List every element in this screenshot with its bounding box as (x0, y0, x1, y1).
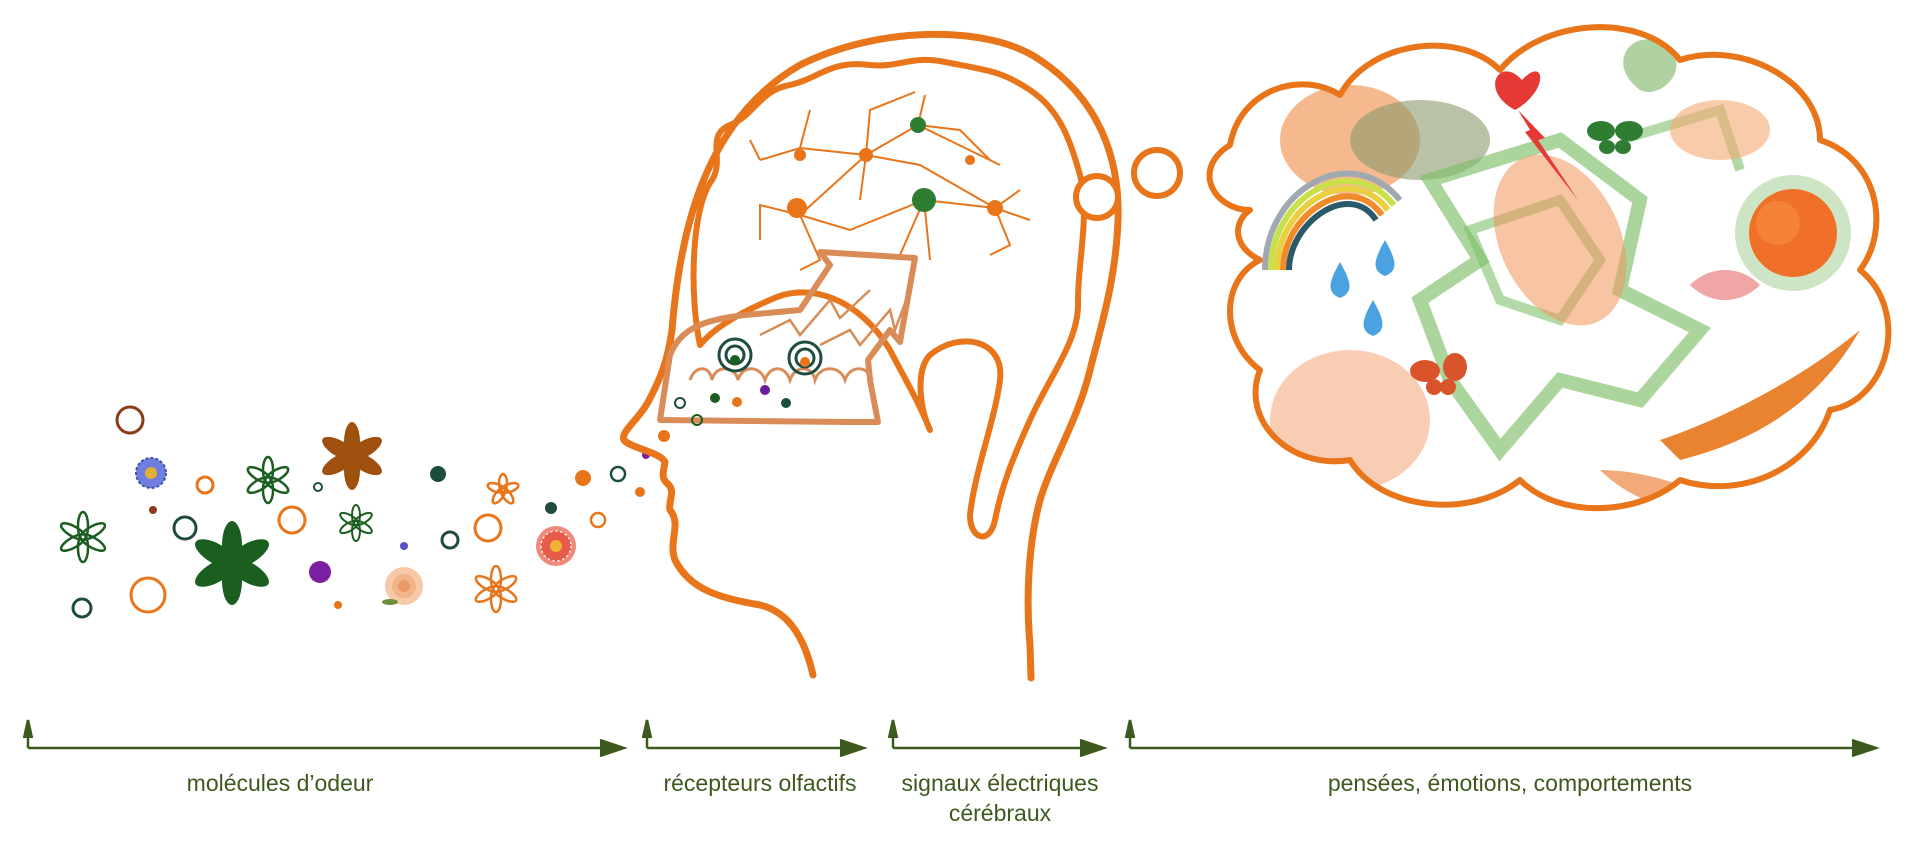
butterfly-icon (1410, 353, 1467, 395)
molecule-dot (691, 414, 703, 426)
flower-icon (474, 564, 518, 614)
molecule-dot (575, 470, 591, 486)
molecule-circle (589, 511, 607, 529)
rainbow-icon (1262, 170, 1403, 271)
stage-label-electrical-signals: signaux électriques cérébraux (901, 770, 1099, 826)
molecule-dot (635, 487, 645, 497)
receptor-membrane (688, 367, 874, 386)
flower-icon (322, 422, 382, 490)
neuron-network (749, 91, 1031, 271)
stage-arrow-2 (641, 719, 868, 758)
molecule-dot (710, 393, 720, 403)
green-spiral (1623, 39, 1677, 92)
molecule-dot (781, 398, 791, 408)
peach-fan (1493, 154, 1627, 326)
raindrop-icon (1330, 240, 1395, 336)
odor-molecules-group (59, 405, 670, 619)
molecule-dot (149, 506, 157, 514)
molecule-circle (473, 513, 503, 543)
stage-label-olfactory-receptors: récepteurs olfactifs (663, 770, 857, 796)
molecule-circle (277, 505, 307, 535)
molecule-dot (760, 385, 770, 395)
green-pattern (1411, 132, 1712, 462)
stage-arrow-4 (1124, 719, 1880, 758)
grey-leaf (1350, 100, 1490, 180)
molecule-circle (115, 405, 145, 435)
molecule-dot (334, 601, 342, 609)
neuron-icon (787, 117, 1003, 218)
stage-label-odor-molecules: molécules d’odeur (186, 770, 374, 796)
rose-icon (382, 567, 423, 605)
stage-arrow-1 (22, 719, 628, 758)
molecule-dot (313, 482, 323, 492)
signal-zigzag (819, 289, 912, 348)
molecule-dot (430, 466, 446, 482)
orange-swoosh (1660, 330, 1860, 460)
molecule-circle (609, 465, 627, 483)
thought-dot-medium (1131, 147, 1183, 199)
timeline (22, 719, 1880, 758)
pink-lips (1690, 270, 1760, 300)
butterfly-icon (1587, 121, 1643, 154)
flower-icon (536, 526, 576, 566)
stage-label-thoughts-emotions: pensées, émotions, comportements (1327, 770, 1693, 796)
molecule-circle (172, 515, 198, 541)
molecule-dot (674, 397, 686, 409)
signal-zigzag (759, 289, 871, 338)
molecule-circle (71, 597, 93, 619)
thought-bubble-icon (1073, 24, 1892, 512)
flower-icon (246, 455, 290, 505)
stage-arrow-3 (887, 719, 1108, 758)
molecule-dot (732, 397, 742, 407)
molecule-dot (800, 357, 810, 367)
molecule-dot (309, 561, 331, 583)
flower-icon (486, 472, 520, 505)
thought-dot-small (1073, 173, 1121, 221)
peach-fan (1670, 100, 1770, 160)
molecule-dot (730, 355, 740, 365)
heart-icon (1495, 71, 1578, 200)
flower-icon (195, 521, 269, 605)
molecule-circle (129, 576, 167, 614)
molecule-dot (545, 502, 557, 514)
cloud-outline (1206, 24, 1892, 512)
brain-outline (690, 56, 1087, 540)
peach-swirl (1270, 350, 1430, 490)
flower-icon (135, 457, 167, 489)
head-outline (620, 30, 1122, 682)
molecule-circle (195, 475, 215, 495)
flower-icon (59, 510, 107, 564)
flower-icon (339, 504, 373, 542)
molecule-dot (658, 430, 670, 442)
sun-icon (1735, 175, 1851, 291)
receptor-icon (717, 337, 823, 376)
head-profile-icon (620, 30, 1122, 682)
molecule-circle (440, 530, 460, 550)
molecule-dot (400, 542, 408, 550)
olfactory-pathway-arrow (657, 249, 918, 425)
